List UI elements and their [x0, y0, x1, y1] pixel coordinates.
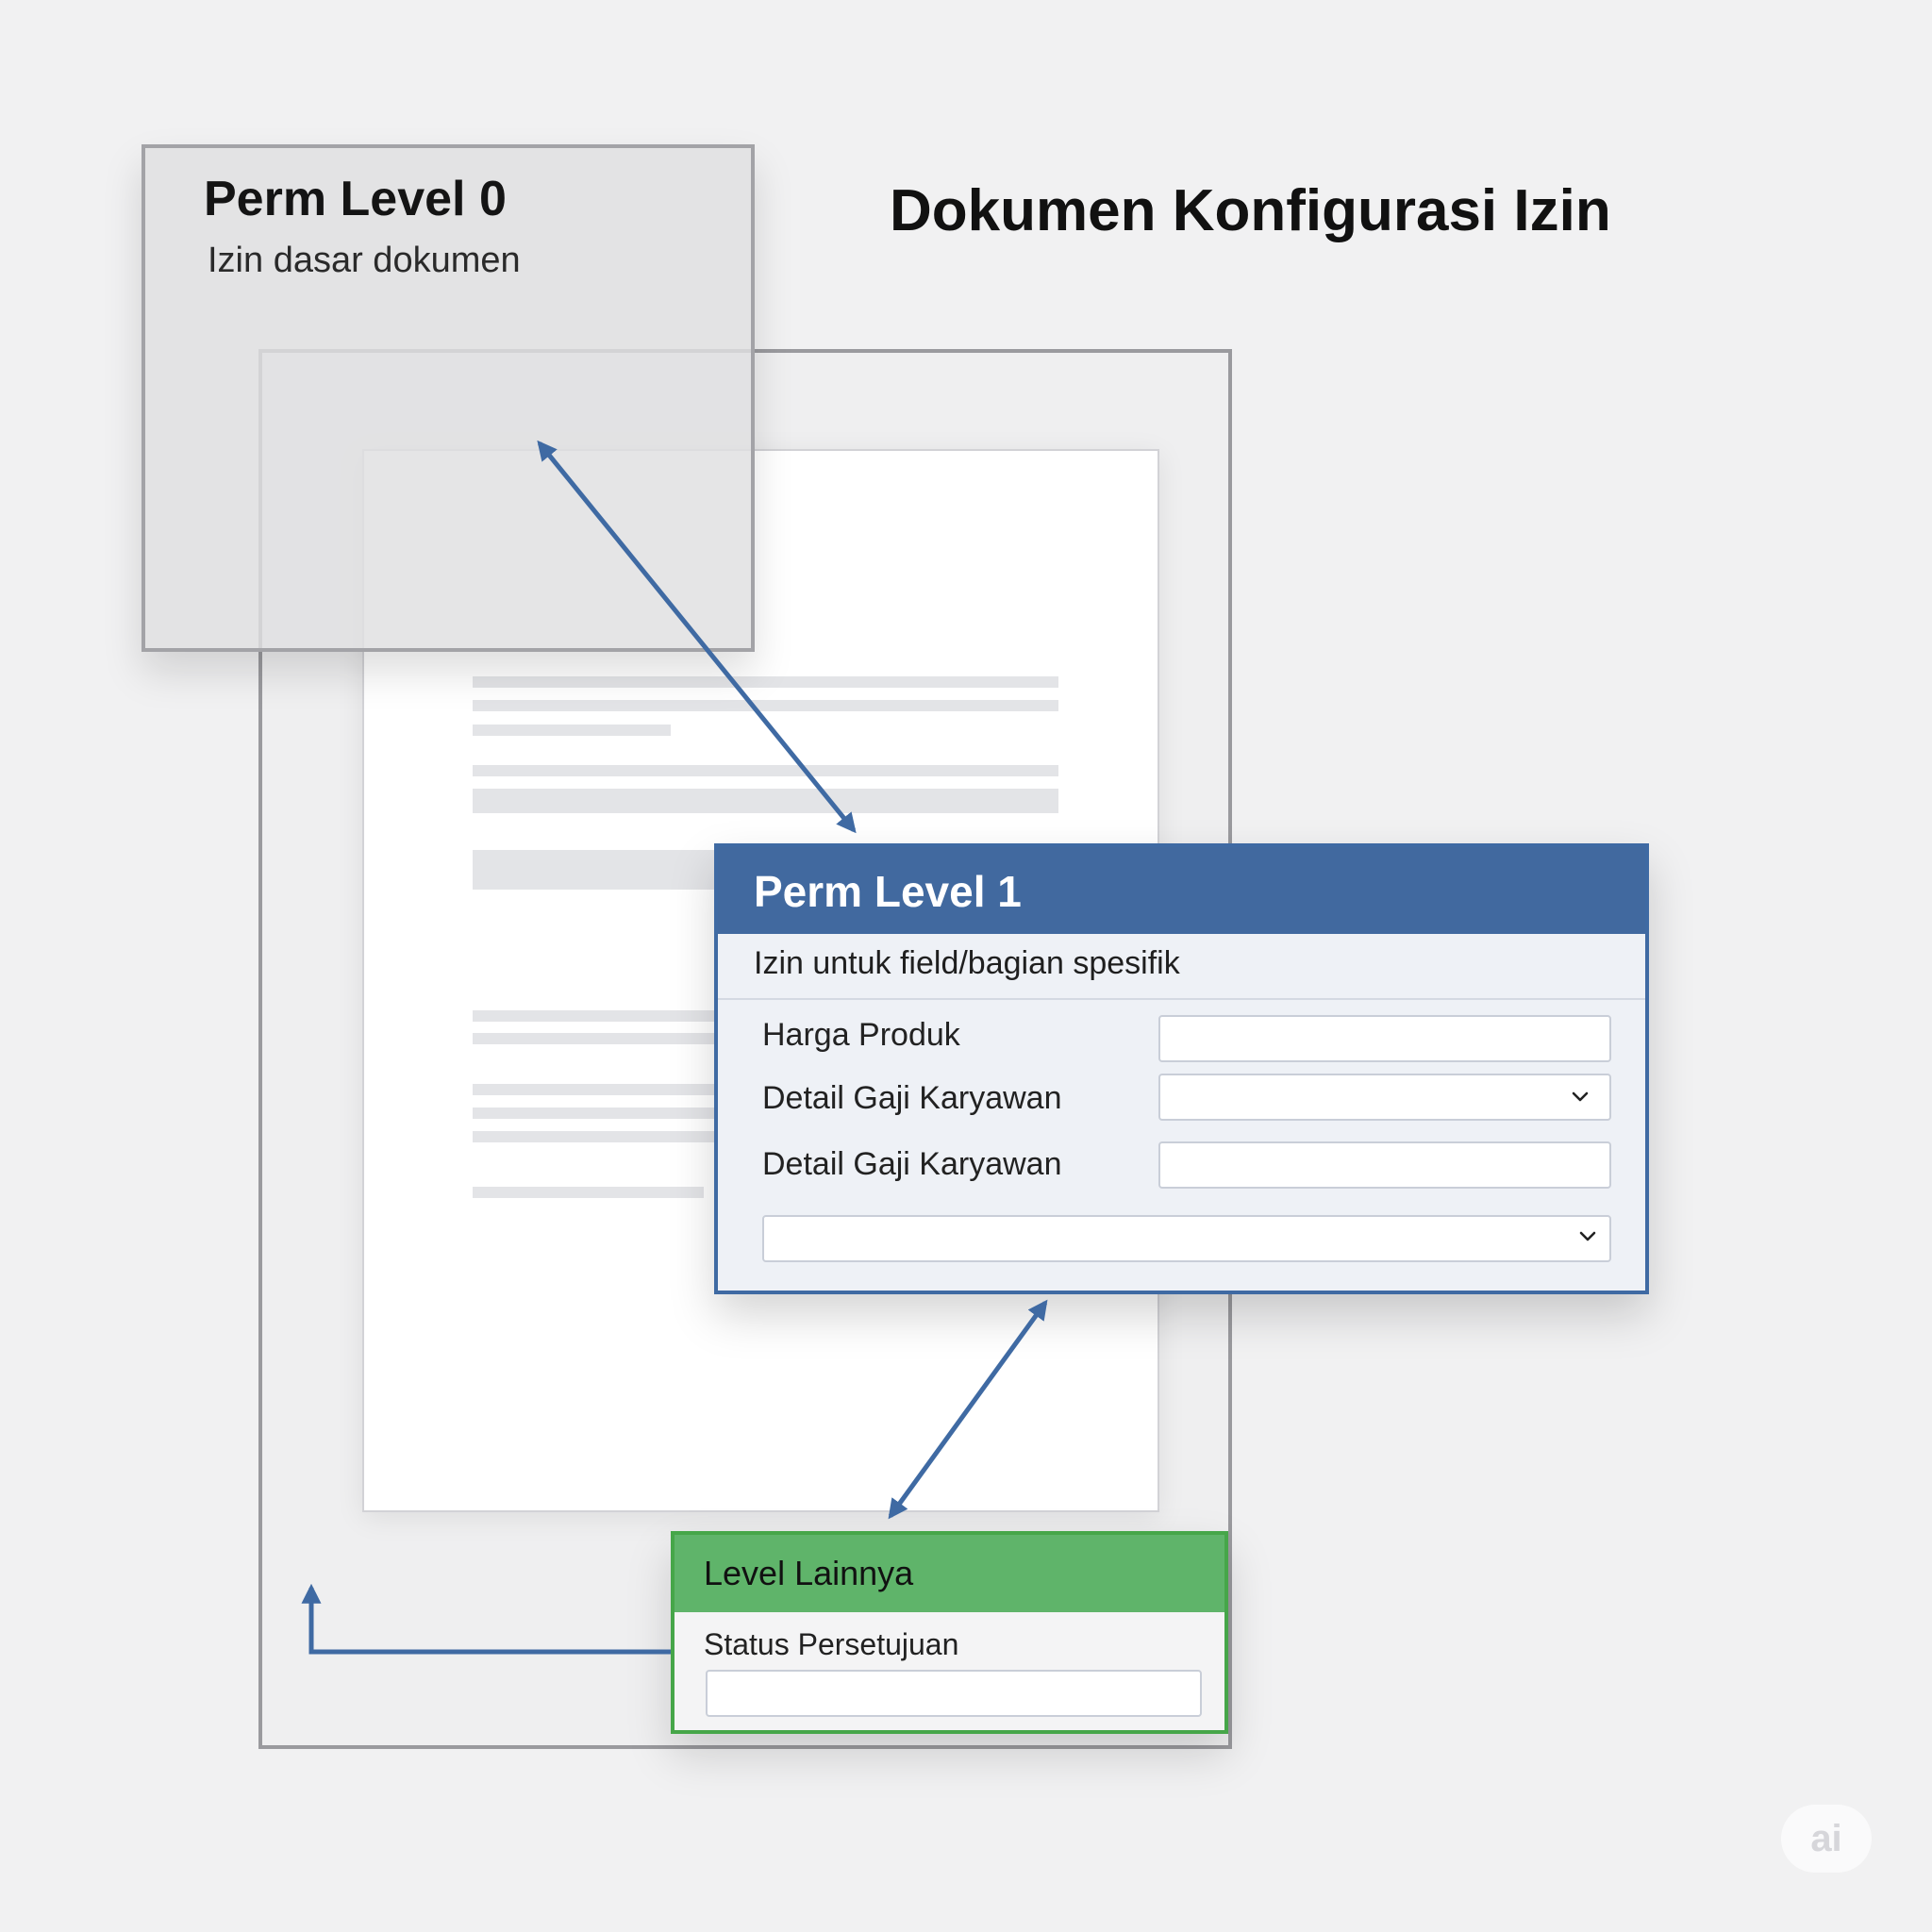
- doc-text-line: [473, 850, 727, 890]
- chevron-down-icon: [1572, 1091, 1589, 1102]
- perm-level-1-description-row: Izin untuk field/bagian spesifik: [718, 934, 1645, 1000]
- level-lainnya-header: Level Lainnya: [675, 1535, 1224, 1612]
- doc-text-line: [473, 1108, 727, 1119]
- detail-gaji-input[interactable]: [1158, 1141, 1611, 1189]
- field-label-harga-produk: Harga Produk: [762, 1017, 960, 1053]
- status-persetujuan-label: Status Persetujuan: [704, 1627, 959, 1661]
- perm-level-1-description: Izin untuk field/bagian spesifik: [754, 945, 1180, 981]
- doc-text-line: [473, 1010, 727, 1022]
- doc-text-line: [473, 1084, 727, 1095]
- field-label-detail-gaji: Detail Gaji Karyawan: [762, 1080, 1062, 1116]
- perm-level-1-title: Perm Level 1: [754, 867, 1022, 916]
- arrow-other-to-document: [301, 1583, 671, 1655]
- field-label-detail-gaji-2: Detail Gaji Karyawan: [762, 1146, 1062, 1182]
- chevron-down-icon: [1579, 1231, 1596, 1241]
- perm-level-0-title: Perm Level 0: [204, 172, 507, 226]
- arrow-level0-to-level1: [537, 440, 857, 834]
- perm-level-1-panel: Perm Level 1 Izin untuk field/bagian spe…: [714, 843, 1649, 1294]
- doc-text-line: [473, 1033, 727, 1044]
- level-lainnya-panel: Level Lainnya Status Persetujuan: [671, 1531, 1228, 1734]
- harga-produk-input[interactable]: [1158, 1015, 1611, 1062]
- doc-text-line: [473, 1131, 727, 1142]
- status-persetujuan-input[interactable]: [706, 1670, 1202, 1717]
- extra-select[interactable]: [762, 1215, 1611, 1262]
- doc-text-line: [473, 1187, 704, 1198]
- page-title: Dokumen Konfigurasi Izin: [890, 178, 1611, 243]
- perm-level-1-header: Perm Level 1: [718, 847, 1645, 934]
- level-lainnya-title: Level Lainnya: [704, 1554, 914, 1592]
- perm-level-0-description: Izin dasar dokumen: [208, 241, 521, 280]
- arrow-level1-to-other: [888, 1299, 1048, 1520]
- ai-watermark-badge: ai: [1781, 1805, 1872, 1873]
- detail-gaji-select[interactable]: [1158, 1074, 1611, 1121]
